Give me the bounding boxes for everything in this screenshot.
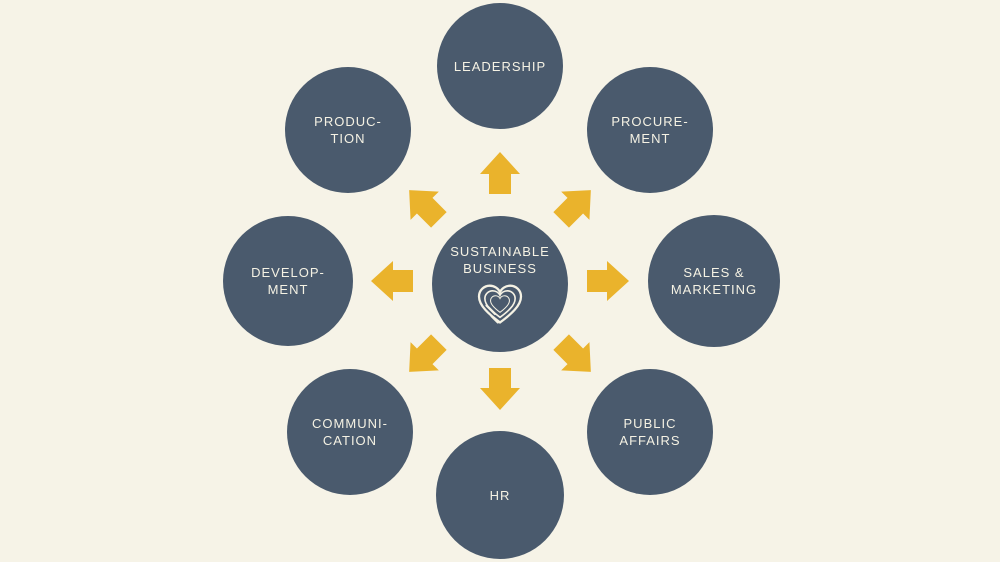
arrow-up-icon (480, 152, 520, 194)
arrow-down-left-icon (409, 334, 447, 372)
center-label: SUSTAINABLE BUSINESS (450, 243, 550, 276)
node-development: DEVELOP- MENT (223, 216, 353, 346)
node-hr-label: HR (489, 487, 511, 503)
node-sales-marketing-label: SALES & MARKETING (670, 265, 758, 297)
arrow-right-icon (587, 261, 629, 301)
node-sales-marketing: SALES & MARKETING (648, 215, 780, 347)
node-development-label: DEVELOP- MENT (251, 265, 325, 297)
node-production-label: PRODUC- TION (314, 114, 382, 146)
arrow-down-icon (480, 368, 520, 410)
node-center-sustainable-business: SUSTAINABLE BUSINESS (432, 216, 568, 352)
arrow-up-right-icon (553, 190, 591, 228)
node-public-affairs-label: PUBLIC AFFAIRS (619, 416, 681, 448)
node-procurement: PROCURE- MENT (587, 67, 713, 193)
node-procurement-label: PROCURE- MENT (611, 114, 689, 146)
arrow-down-right-icon (553, 334, 591, 372)
node-communication-label: COMMUNI- CATION (312, 416, 388, 448)
arrow-left-icon (371, 261, 413, 301)
node-public-affairs: PUBLIC AFFAIRS (587, 369, 713, 495)
node-communication: COMMUNI- CATION (287, 369, 413, 495)
node-leadership: LEADERSHIP (437, 3, 563, 129)
arrow-up-left-icon (409, 190, 447, 228)
node-leadership-label: LEADERSHIP (453, 58, 547, 74)
node-production: PRODUC- TION (285, 67, 411, 193)
heart-fingerprint-icon (477, 284, 523, 324)
node-hr: HR (436, 431, 564, 559)
